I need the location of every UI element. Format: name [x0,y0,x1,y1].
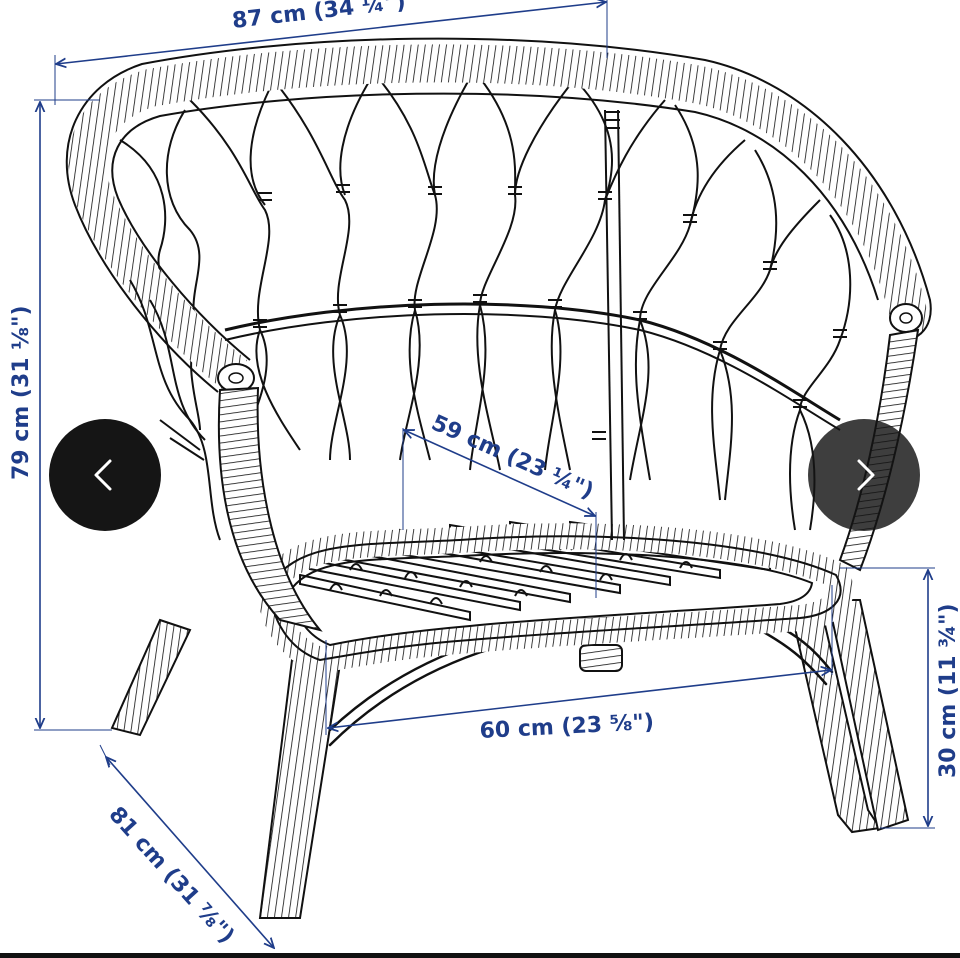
next-image-button[interactable] [808,419,920,531]
chair-illustration [65,37,932,919]
bottom-divider [0,953,960,958]
seat-width-label: 60 cm (23 ⅝") [479,710,655,744]
back-left-leg [110,618,192,737]
width-label: 87 cm (34 ¼") [231,0,407,34]
seat-height-label: 30 cm (11 ¾") [936,603,960,778]
left-arm-support [217,386,323,632]
back-lattice [119,77,852,531]
front-left-leg [258,658,342,919]
dimension-lines [34,0,935,948]
center-foot [579,644,623,672]
seat-depth-label: 59 cm (23 ¼") [428,411,598,505]
height-label: 79 cm (31 ⅛") [9,305,34,480]
previous-image-button[interactable] [49,419,161,531]
depth-label: 81 cm (31 ⅞") [104,802,239,948]
backrest-rail [68,44,927,390]
chevron-left-icon [94,459,112,491]
chevron-right-icon [857,459,875,491]
